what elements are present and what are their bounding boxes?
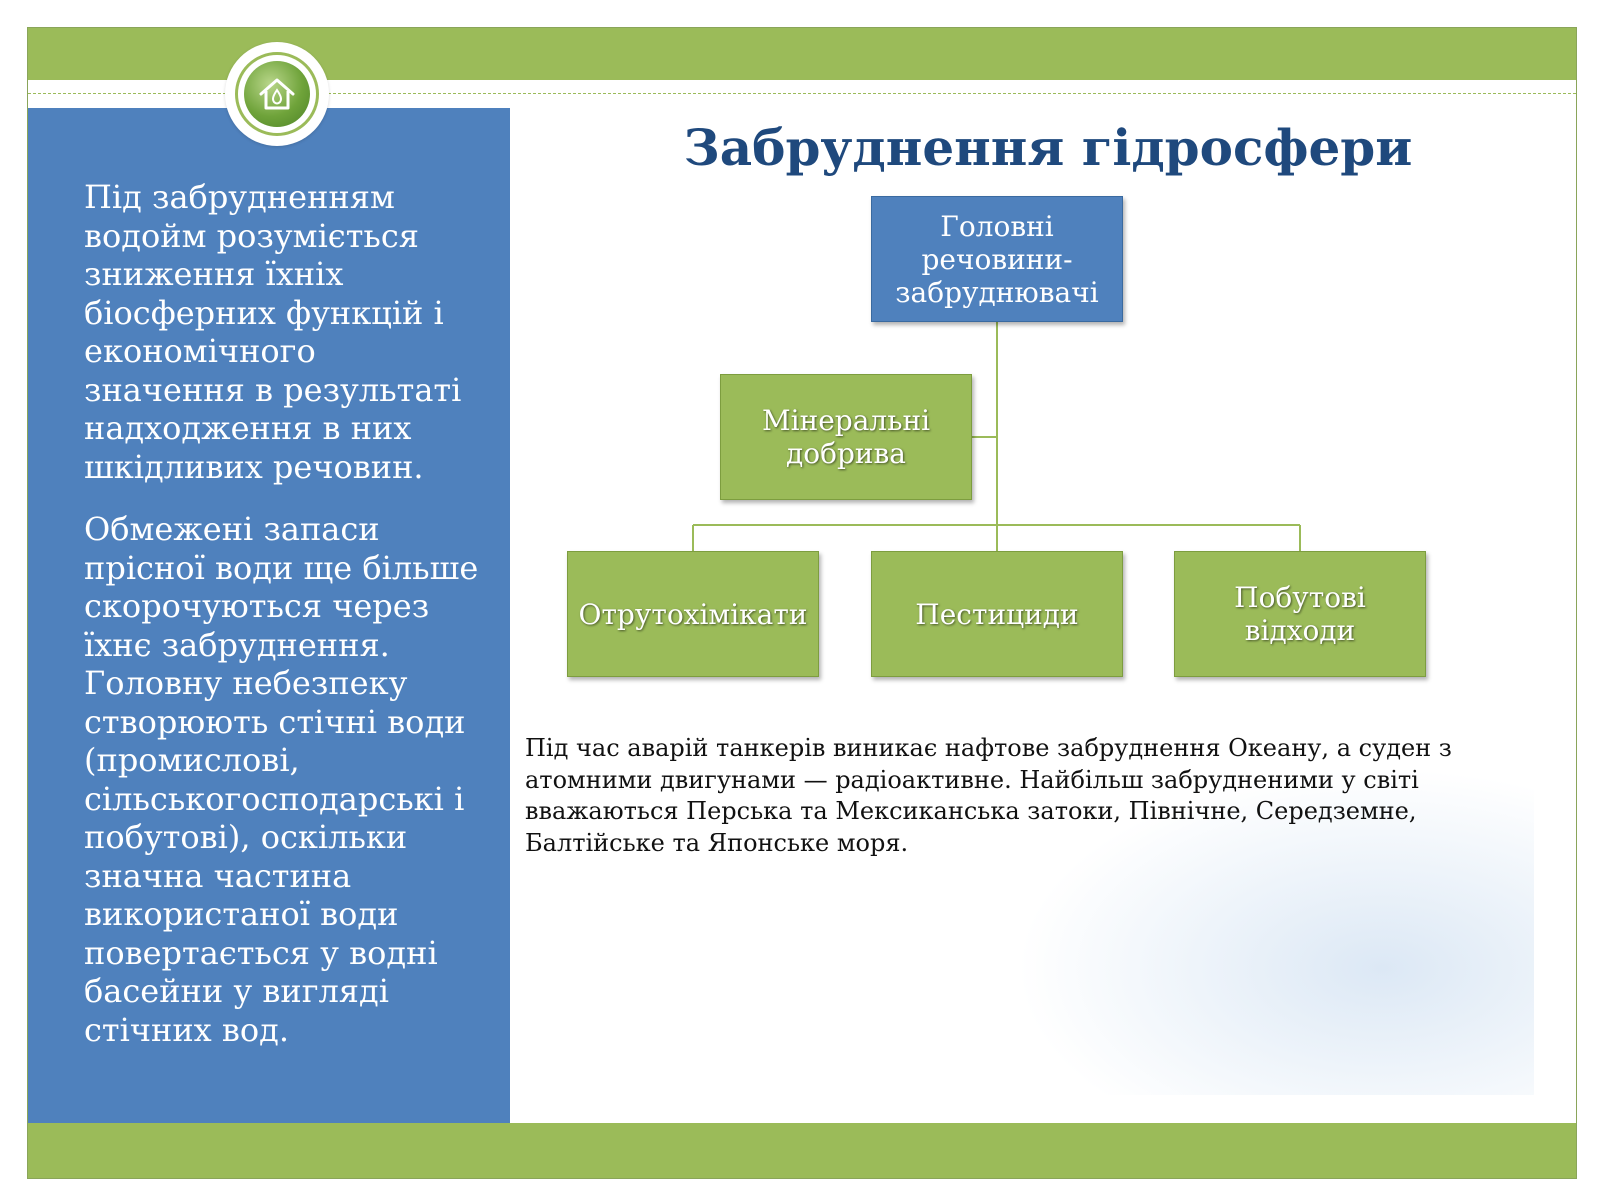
bottom-paragraph: Під час аварій танкерів виникає нафтове … bbox=[525, 734, 1452, 857]
left-panel-text: Під забрудненням водойм розуміється зниж… bbox=[84, 178, 484, 1073]
left-panel: Під забрудненням водойм розуміється зниж… bbox=[28, 108, 510, 1123]
water-drop-image bbox=[928, 733, 1534, 1095]
diagram-node-mineral-fertilizers: Мінеральні добрива bbox=[720, 374, 972, 500]
diagram-node-pesticides: Пестициди bbox=[871, 551, 1123, 677]
logo-ring bbox=[235, 52, 319, 136]
house-logo-icon bbox=[244, 61, 310, 127]
diagram-node-household-waste: Побутові відходи bbox=[1174, 551, 1426, 677]
left-paragraph-2: Обмежені запаси прісної води ще більше с… bbox=[84, 510, 479, 1049]
dashed-divider bbox=[28, 93, 1576, 94]
diagram-root-node: Головні речовини-забруднювачі bbox=[871, 196, 1123, 322]
left-paragraph-1: Під забрудненням водойм розуміється зниж… bbox=[84, 178, 462, 486]
slide: Під забрудненням водойм розуміється зниж… bbox=[27, 27, 1577, 1179]
diagram-node-toxic-chemicals: Отрутохімікати bbox=[567, 551, 819, 677]
house-logo bbox=[225, 42, 329, 146]
bottom-band bbox=[28, 1123, 1576, 1178]
slide-title: Забруднення гідросфери bbox=[683, 118, 1413, 177]
